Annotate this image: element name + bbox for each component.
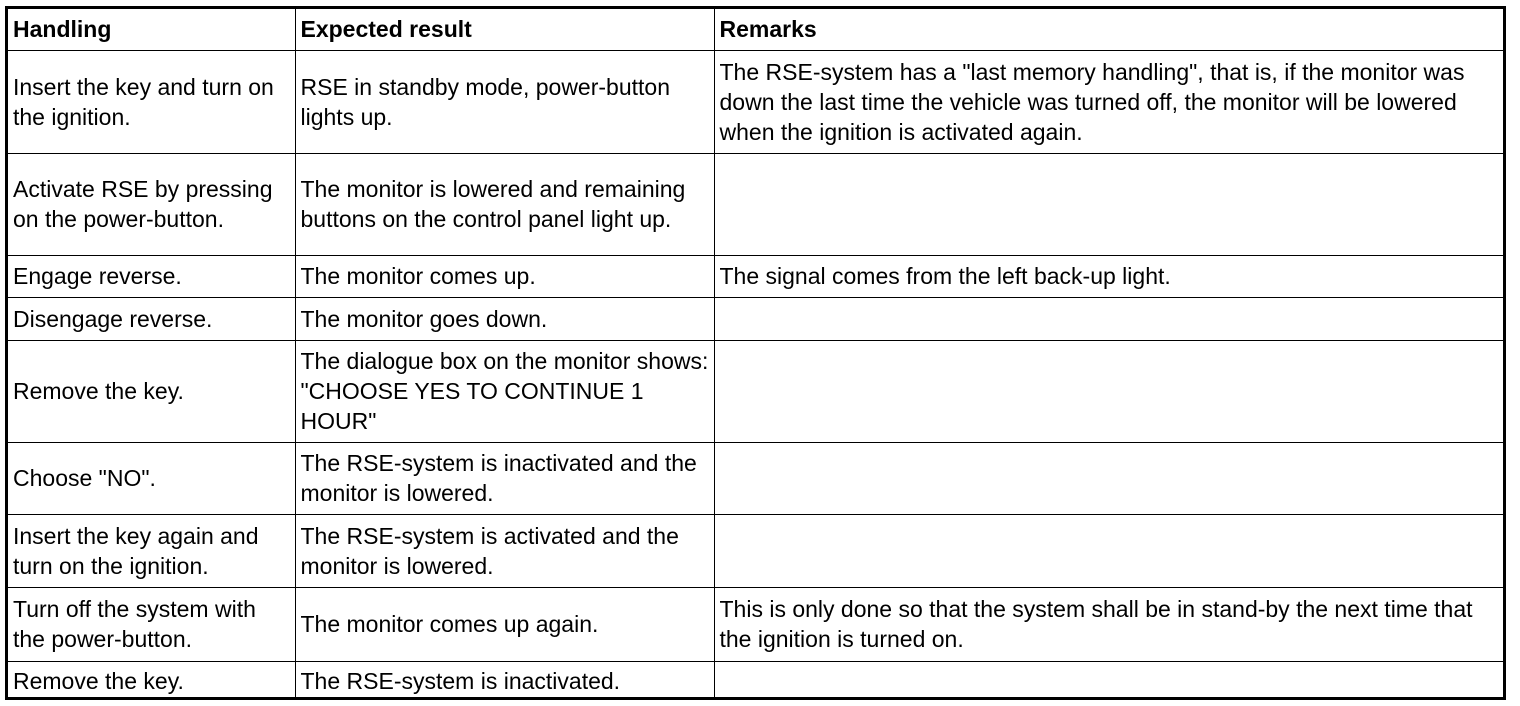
cell-expected-result: RSE in standby mode, power-button lights… xyxy=(294,49,715,154)
procedure-table: Handling Expected result Remarks Insert … xyxy=(8,9,1503,697)
table-header-row: Handling Expected result Remarks xyxy=(8,9,1503,51)
cell-remarks xyxy=(713,152,1503,256)
table-row: Choose "NO". The RSE-system is inactivat… xyxy=(8,441,1503,515)
header-handling: Handling xyxy=(8,9,296,51)
header-expected-result: Expected result xyxy=(294,9,715,51)
cell-handling: Remove the key. xyxy=(8,660,296,697)
cell-handling: Turn off the system with the power-butto… xyxy=(8,586,296,662)
cell-handling: Disengage reverse. xyxy=(8,296,296,341)
cell-remarks xyxy=(713,513,1503,588)
cell-expected-result: The monitor goes down. xyxy=(294,296,715,341)
cell-remarks: The RSE-system has a "last memory handli… xyxy=(713,49,1503,154)
cell-handling: Insert the key again and turn on the ign… xyxy=(8,513,296,588)
table-row: Engage reverse. The monitor comes up. Th… xyxy=(8,254,1503,298)
cell-handling: Insert the key and turn on the ignition. xyxy=(8,49,296,154)
cell-expected-result: The RSE-system is activated and the moni… xyxy=(294,513,715,588)
table-row: Insert the key again and turn on the ign… xyxy=(8,513,1503,588)
procedure-table-frame: Handling Expected result Remarks Insert … xyxy=(5,6,1506,700)
table-row: Turn off the system with the power-butto… xyxy=(8,586,1503,662)
cell-handling: Choose "NO". xyxy=(8,441,296,515)
cell-remarks xyxy=(713,296,1503,341)
cell-expected-result: The monitor comes up. xyxy=(294,254,715,298)
cell-expected-result: The monitor is lowered and remaining but… xyxy=(294,152,715,256)
cell-expected-result: The RSE-system is inactivated. xyxy=(294,660,715,697)
cell-expected-result: The dialogue box on the monitor shows: "… xyxy=(294,339,715,443)
table-row: Remove the key. The RSE-system is inacti… xyxy=(8,660,1503,697)
cell-remarks xyxy=(713,441,1503,515)
table-row: Remove the key. The dialogue box on the … xyxy=(8,339,1503,443)
cell-remarks xyxy=(713,339,1503,443)
cell-remarks: This is only done so that the system sha… xyxy=(713,586,1503,662)
cell-handling: Engage reverse. xyxy=(8,254,296,298)
header-remarks: Remarks xyxy=(713,9,1503,51)
cell-remarks xyxy=(713,660,1503,697)
table-row: Disengage reverse. The monitor goes down… xyxy=(8,296,1503,341)
cell-handling: Activate RSE by pressing on the power-bu… xyxy=(8,152,296,256)
table-row: Insert the key and turn on the ignition.… xyxy=(8,49,1503,154)
cell-expected-result: The monitor comes up again. xyxy=(294,586,715,662)
cell-expected-result: The RSE-system is inactivated and the mo… xyxy=(294,441,715,515)
cell-handling: Remove the key. xyxy=(8,339,296,443)
table-row: Activate RSE by pressing on the power-bu… xyxy=(8,152,1503,256)
cell-remarks: The signal comes from the left back-up l… xyxy=(713,254,1503,298)
